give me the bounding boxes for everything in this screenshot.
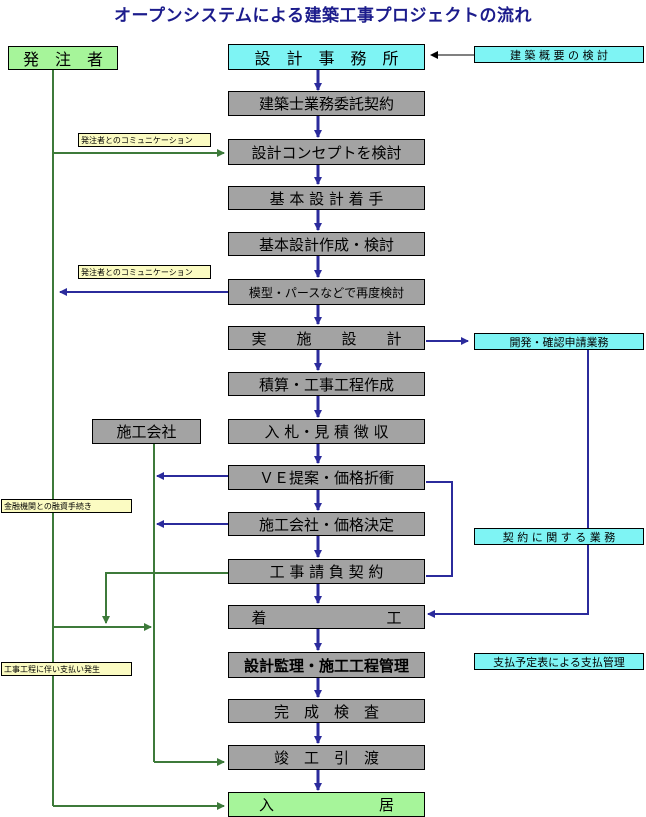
step-handover: 竣 工 引 渡: [228, 745, 425, 770]
step-design-office: 設 計 事 務 所: [228, 44, 425, 70]
step-architect-contract: 建築士業務委託契約: [228, 91, 425, 116]
step-completion-inspection: 完 成 検 査: [228, 699, 425, 723]
step-bidding: 入 札・見 積 徴 収: [228, 419, 425, 444]
client-communication-note-1: 発注者とのコミュニケーション: [78, 133, 211, 147]
step-design-concept: 設計コンセプトを検討: [228, 139, 425, 165]
contract-work-box: 契 約 に 関 す る 業 務: [474, 528, 644, 545]
step-contractor-decision: 施工会社・価格決定: [228, 512, 425, 536]
client-lines: [52, 70, 228, 810]
step-move-in: 入 居: [228, 792, 425, 817]
step-supervision: 設計監理・施工工程管理: [228, 652, 425, 678]
side-flow-arrows: [59, 288, 589, 618]
financing-note: 金融機関との融資手続き: [1, 499, 132, 513]
step-detailed-design: 実 施 設 計: [228, 326, 425, 350]
building-overview-box: 建 築 概 要 の 検 討: [474, 46, 644, 63]
payment-management-box: 支払予定表による支払管理: [474, 653, 644, 670]
client-box: 発 注 者: [8, 46, 118, 70]
step-estimate-schedule: 積算・工事工程作成: [228, 372, 425, 396]
step-ve-proposal: ＶＥ提案・価格折衝: [228, 465, 425, 490]
payment-note: 工事工程に伴い支払い発生: [1, 662, 132, 676]
step-basic-design-review: 基本設計作成・検討: [228, 232, 425, 256]
step-construction-contract: 工 事 請 負 契 約: [228, 559, 425, 584]
step-groundbreaking: 着 工: [228, 605, 425, 629]
development-permit-box: 開発・確認申請業務: [474, 333, 644, 350]
step-basic-design-start: 基 本 設 計 着 手: [228, 186, 425, 210]
client-communication-note-2: 発注者とのコミュニケーション: [78, 265, 211, 279]
step-model-review: 模型・パースなどで再度検討: [228, 279, 425, 305]
contractor-box: 施工会社: [92, 419, 201, 444]
diagram-title: オープンシステムによる建築工事プロジェクトの流れ: [114, 6, 532, 26]
